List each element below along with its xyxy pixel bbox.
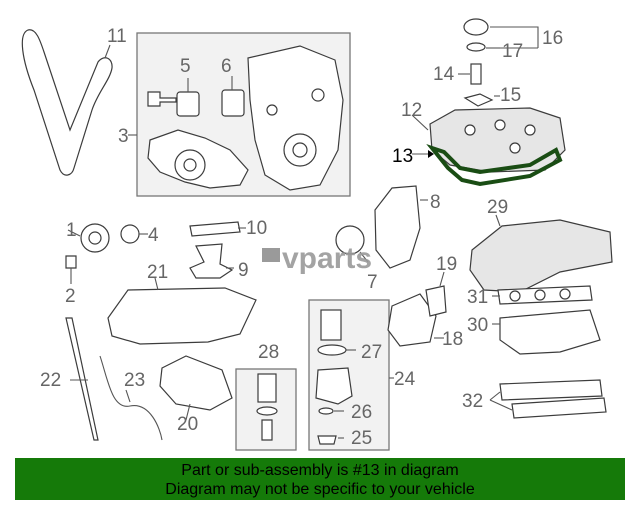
drain-plug — [317, 435, 337, 445]
callout-16: 16 — [542, 28, 563, 49]
callout-28: 28 — [258, 342, 279, 363]
callout-26: 26 — [351, 402, 372, 423]
gasket-5 — [176, 91, 200, 117]
gasket-6 — [221, 89, 245, 117]
o-ring-26 — [318, 407, 334, 415]
callout-15: 15 — [500, 85, 521, 106]
strainer-plate — [189, 221, 241, 237]
callout-30: 30 — [467, 315, 488, 336]
brand-logo-mark — [262, 248, 280, 262]
tube-gasket — [463, 93, 494, 107]
timing-chain — [21, 29, 113, 176]
callout-2: 2 — [65, 286, 76, 307]
callout-8: 8 — [430, 192, 441, 213]
o-ring-27 — [317, 344, 347, 356]
oil-filler-cap — [463, 18, 489, 36]
dipstick-guide — [99, 355, 163, 441]
callout-18: 18 — [442, 329, 463, 350]
callout-9: 9 — [238, 260, 249, 281]
callout-11: 11 — [107, 26, 127, 47]
callout-5: 5 — [180, 56, 191, 77]
oil-strainer — [189, 243, 234, 279]
oil-pan-lower — [159, 355, 233, 411]
brand-watermark: vparts — [282, 242, 372, 275]
filter-bracket — [387, 293, 437, 347]
valve-cover — [429, 107, 566, 173]
dipstick — [65, 317, 99, 441]
callout-10: 10 — [246, 218, 267, 239]
callout-4: 4 — [148, 225, 159, 246]
filter-element — [320, 309, 342, 341]
timing-cover — [247, 45, 344, 191]
callout-12: 12 — [401, 100, 422, 121]
callout-6: 6 — [221, 56, 232, 77]
callout-21: 21 — [147, 262, 168, 283]
intake-manifold — [469, 219, 613, 293]
exhaust-gasket — [499, 379, 603, 401]
callout-7: 7 — [367, 272, 378, 293]
callout-24: 24 — [394, 369, 416, 390]
bolt — [147, 91, 177, 107]
oil-pan-upper — [107, 287, 257, 345]
exhaust-gasket-2 — [511, 397, 607, 419]
part-7 — [335, 225, 365, 255]
callout-32: 32 — [462, 391, 483, 412]
callout-13: 13 — [392, 146, 413, 167]
rear-cover — [374, 185, 421, 269]
callout-1: 1 — [66, 220, 77, 241]
oil-tube — [470, 63, 482, 85]
bracket-gasket — [425, 285, 447, 317]
cap-gasket — [466, 42, 486, 52]
valve-cover-gasket-highlighted — [426, 143, 563, 187]
filter-cap — [315, 367, 353, 405]
banner-line-1: Part or sub-assembly is #13 in diagram — [181, 462, 459, 479]
o-ring — [120, 224, 140, 244]
callout-20: 20 — [177, 414, 198, 435]
callout-31: 31 — [467, 287, 488, 308]
callout-17: 17 — [502, 41, 523, 62]
oil-filter-element — [257, 373, 277, 403]
pulley-bolt — [65, 255, 77, 269]
callout-23: 23 — [124, 370, 145, 391]
banner-line-2: Diagram may not be specific to your vehi… — [165, 481, 475, 498]
callout-27: 27 — [361, 342, 382, 363]
part-info-banner: Part or sub-assembly is #13 in diagram D… — [15, 458, 625, 500]
callout-14: 14 — [433, 64, 455, 85]
callout-22: 22 — [40, 370, 61, 391]
callout-29: 29 — [487, 197, 508, 218]
callout-19: 19 — [436, 254, 457, 275]
callout-3: 3 — [118, 126, 129, 147]
manifold-lower — [499, 309, 601, 355]
callout-25: 25 — [351, 428, 372, 449]
